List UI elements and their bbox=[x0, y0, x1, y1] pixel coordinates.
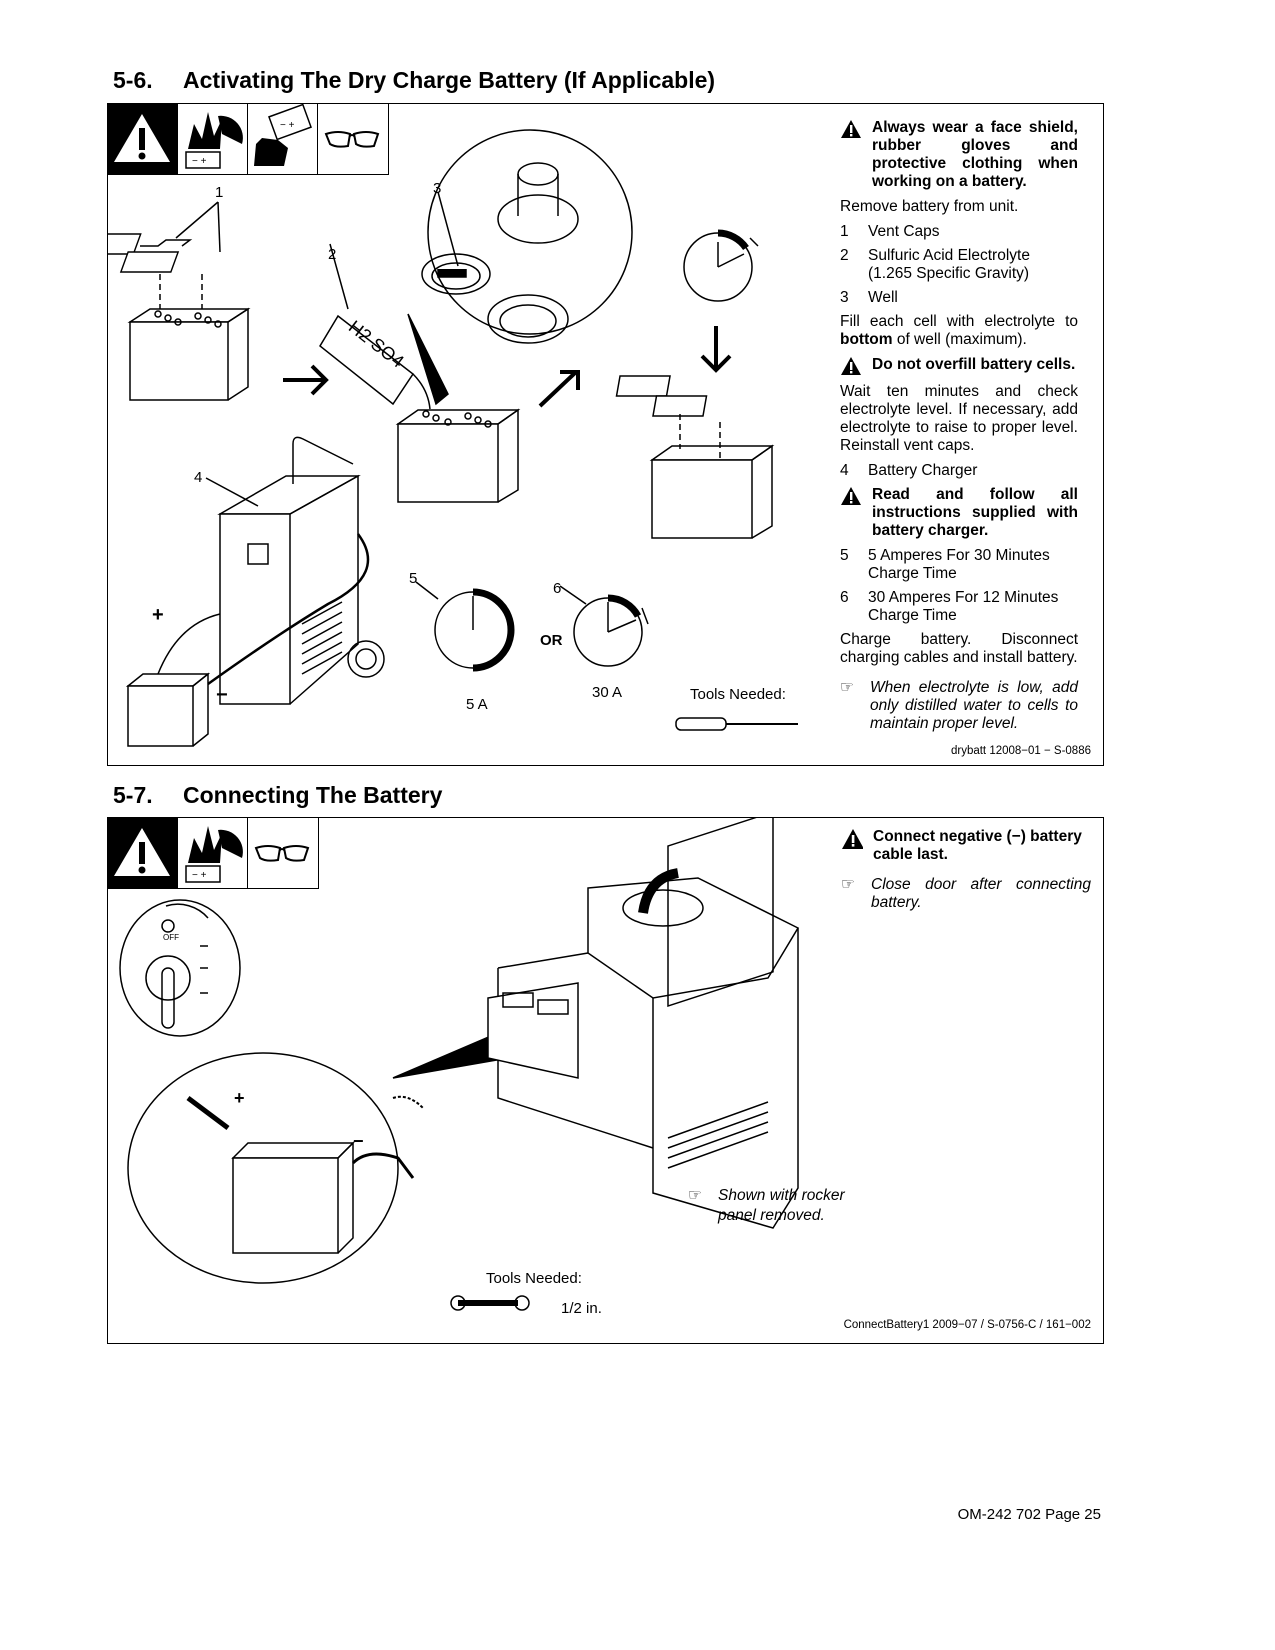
section-number: 5-7. bbox=[113, 782, 153, 808]
item-number: 2 bbox=[840, 247, 849, 264]
item-text: Battery Charger bbox=[868, 462, 978, 479]
warning-icon bbox=[108, 104, 178, 174]
callout-2: 2 bbox=[328, 246, 337, 263]
warning-triangle-icon bbox=[841, 120, 861, 138]
item-text: 5 Amperes For 30 Minutes Charge Time bbox=[868, 547, 1050, 582]
item-text: Sulfuric Acid Electrolyte (1.265 Specifi… bbox=[868, 247, 1030, 282]
item-text: Well bbox=[868, 289, 898, 306]
pointing-hand-icon: ☞ bbox=[688, 1187, 702, 1204]
warning-text: Read and follow all instructions supplie… bbox=[872, 486, 1078, 539]
section-5-6-box: − + − + bbox=[107, 103, 1104, 766]
item-number: 4 bbox=[840, 462, 849, 479]
note-distilled-water: ☞ When electrolyte is low, add only dist… bbox=[840, 679, 1078, 733]
safety-glasses-icon bbox=[318, 104, 388, 174]
safety-icons: − + bbox=[107, 817, 319, 889]
list-item: 5 5 Amperes For 30 Minutes Charge Time bbox=[840, 547, 1078, 583]
note-text: Close door after connecting battery. bbox=[871, 876, 1091, 911]
note-text: Shown with rocker panel removed. bbox=[718, 1187, 845, 1224]
item-text: Vent Caps bbox=[868, 223, 940, 240]
warning-overfill: Do not overfill battery cells. bbox=[840, 356, 1078, 376]
warning-triangle-icon bbox=[841, 357, 861, 375]
fill-text-b: of well (maximum). bbox=[896, 331, 1027, 348]
fill-text: Fill each cell with electrolyte to botto… bbox=[840, 313, 1078, 349]
warning-icon bbox=[108, 818, 178, 888]
warning-text: Always wear a face shield, rubber gloves… bbox=[872, 119, 1078, 190]
safety-icons: − + − + bbox=[107, 103, 389, 175]
instructions-5-6: Always wear a face shield, rubber gloves… bbox=[840, 119, 1078, 733]
warning-triangle-icon bbox=[842, 829, 863, 849]
plus-label: + bbox=[234, 1088, 245, 1108]
section-title: Activating The Dry Charge Battery (If Ap… bbox=[183, 67, 716, 93]
warning-text: Do not overfill battery cells. bbox=[872, 356, 1076, 373]
minus-label: − bbox=[353, 1131, 364, 1151]
off-label: OFF bbox=[163, 933, 179, 942]
callout-3: 3 bbox=[433, 180, 442, 197]
acid-glove-icon: − + bbox=[248, 103, 318, 174]
item-number: 5 bbox=[840, 547, 849, 564]
charge-text: Charge battery. Disconnect charging cabl… bbox=[840, 631, 1078, 666]
fill-text-a: Fill each cell with electrolyte to bbox=[840, 313, 1078, 330]
amp-30-label: 30 A bbox=[592, 684, 623, 701]
callout-6: 6 bbox=[553, 580, 562, 597]
svg-text:− +: − + bbox=[280, 120, 295, 131]
note-text: When electrolyte is low, add only distil… bbox=[870, 679, 1078, 732]
svg-text:− +: − + bbox=[192, 870, 207, 881]
list-item: 3 Well bbox=[840, 289, 1078, 307]
dry-charge-illustration bbox=[108, 129, 798, 747]
item-number: 3 bbox=[840, 289, 849, 306]
item-number: 6 bbox=[840, 589, 849, 606]
callout-5: 5 bbox=[409, 570, 418, 587]
list-item: 6 30 Amperes For 12 Minutes Charge Time bbox=[840, 589, 1078, 625]
pointing-hand-icon: ☞ bbox=[840, 679, 854, 696]
warning-text: Connect negative (−) battery cable last. bbox=[873, 828, 1082, 863]
section-heading-5-7: 5-7. Connecting The Battery bbox=[113, 782, 442, 809]
section-title: Connecting The Battery bbox=[183, 782, 443, 808]
fill-text-bold: bottom bbox=[840, 331, 893, 348]
list-item: 1 Vent Caps bbox=[840, 223, 1078, 241]
callout-1: 1 bbox=[215, 184, 224, 201]
warning-triangle-icon bbox=[841, 487, 861, 505]
minus-label: − bbox=[216, 684, 228, 706]
remove-text: Remove battery from unit. bbox=[840, 198, 1019, 215]
section-heading-5-6: 5-6. Activating The Dry Charge Battery (I… bbox=[113, 67, 715, 94]
connect-battery-illustration bbox=[119, 818, 800, 1311]
or-label: OR bbox=[540, 632, 563, 649]
svg-text:− +: − + bbox=[192, 156, 207, 167]
list-item: 2 Sulfuric Acid Electrolyte (1.265 Specif… bbox=[840, 247, 1078, 283]
warning-face-shield: Always wear a face shield, rubber gloves… bbox=[840, 119, 1078, 191]
list-item: 4 Battery Charger bbox=[840, 462, 1078, 480]
pointing-hand-icon: ☞ bbox=[841, 876, 855, 893]
page-footer: OM-242 702 Page 25 bbox=[957, 1506, 1101, 1523]
note-close-door: ☞ Close door after connecting battery. bbox=[841, 876, 1091, 912]
item-number: 1 bbox=[840, 223, 849, 240]
plus-label: + bbox=[152, 604, 164, 626]
tools-needed-label: Tools Needed: bbox=[486, 1270, 582, 1287]
note-rocker-panel: ☞ Shown with rocker panel removed. bbox=[688, 1186, 863, 1226]
amp-5-label: 5 A bbox=[466, 696, 488, 713]
safety-glasses-icon bbox=[248, 818, 318, 888]
wrench-size-label: 1/2 in. bbox=[561, 1300, 602, 1317]
warning-negative-last: Connect negative (−) battery cable last. bbox=[841, 828, 1091, 864]
figure-code: ConnectBattery1 2009−07 / S-0756-C / 161… bbox=[843, 1319, 1091, 1331]
warning-charger: Read and follow all instructions supplie… bbox=[840, 486, 1078, 540]
wait-text: Wait ten minutes and check electrolyte l… bbox=[840, 383, 1078, 454]
battery-explosion-icon: − + bbox=[178, 104, 248, 174]
callout-4: 4 bbox=[194, 469, 203, 486]
figure-code: drybatt 12008−01 − S-0886 bbox=[950, 745, 1091, 757]
section-number: 5-6. bbox=[113, 67, 153, 93]
item-text: 30 Amperes For 12 Minutes Charge Time bbox=[868, 589, 1059, 624]
instructions-5-7: Connect negative (−) battery cable last.… bbox=[841, 828, 1091, 912]
section-5-7-box: − + bbox=[107, 817, 1104, 1344]
battery-explosion-icon: − + bbox=[178, 818, 248, 888]
tools-needed-label: Tools Needed: bbox=[690, 686, 786, 703]
